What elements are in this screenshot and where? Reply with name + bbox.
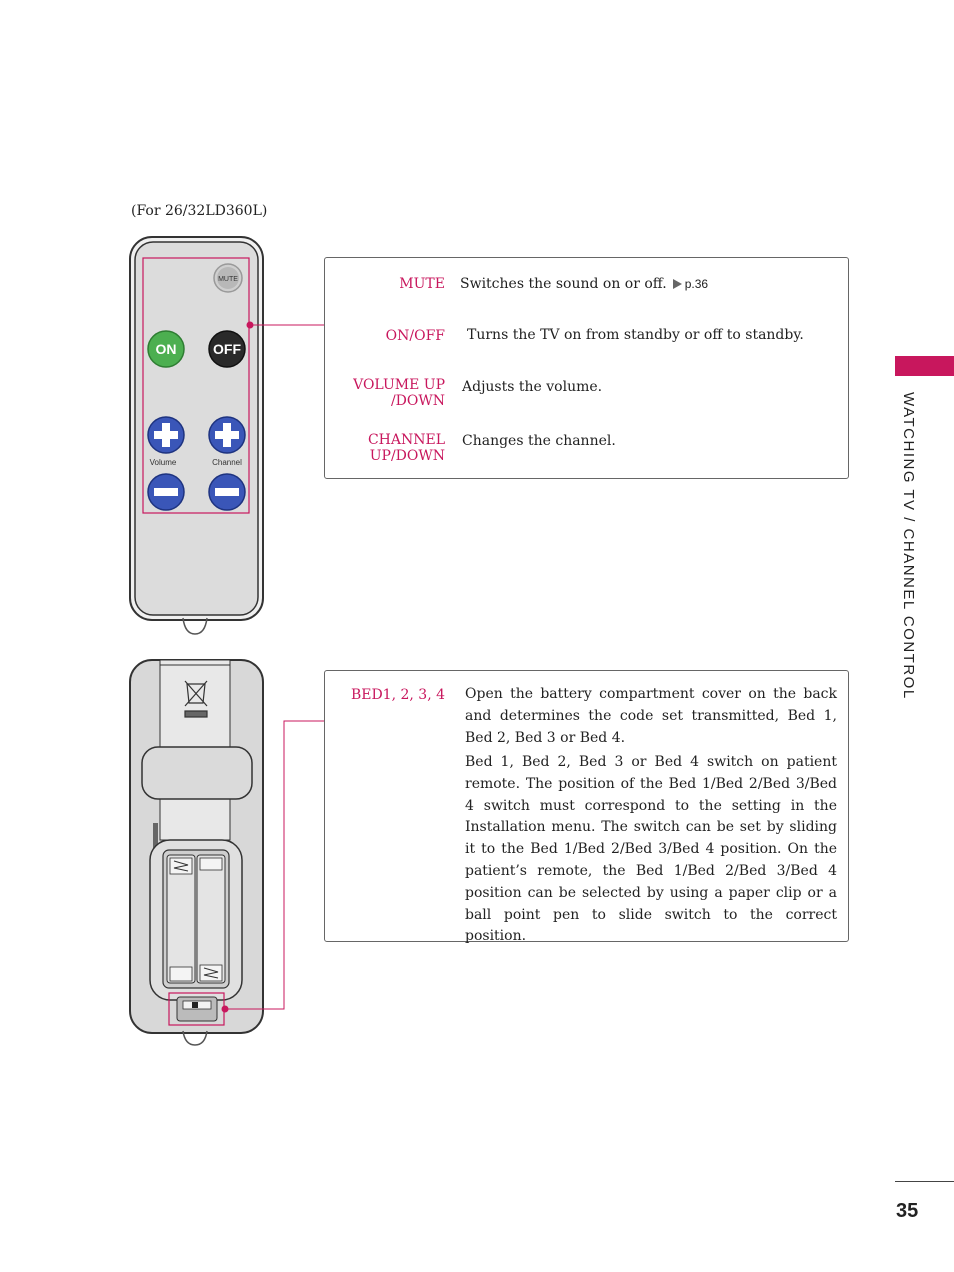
channel-label: Channel xyxy=(212,458,242,467)
function-box xyxy=(324,257,849,479)
volume-up-icon xyxy=(147,416,185,454)
onoff-desc: Turns the TV on from standby or off to s… xyxy=(467,327,804,343)
battery-slot-left xyxy=(166,854,196,984)
front-leader-line xyxy=(246,321,325,329)
channel-down-icon xyxy=(208,473,246,511)
mute-desc: Switches the sound on or off.p.36 xyxy=(460,276,709,292)
volume-desc: Adjusts the volume. xyxy=(462,379,603,395)
mute-label: MUTE xyxy=(218,276,238,283)
volume-down-icon xyxy=(147,473,185,511)
bed-leader-line xyxy=(221,720,326,1013)
page-ref: p.36 xyxy=(684,277,709,291)
off-button: OFF xyxy=(208,330,246,368)
volume-label: Volume xyxy=(150,458,177,467)
mute-term: MUTE xyxy=(399,276,445,292)
volume-term: VOLUME UP/DOWN xyxy=(353,377,445,409)
bed-switch xyxy=(176,996,218,1022)
remote-back-illustration xyxy=(129,659,264,1046)
section-tab xyxy=(895,356,954,376)
bed-paragraph-2: Bed 1, Bed 2, Bed 3 or Bed 4 switch on p… xyxy=(465,754,837,945)
remote-front-illustration: MUTE ON OFF Volume Channel xyxy=(129,236,264,635)
bed-box xyxy=(324,670,849,942)
off-label: OFF xyxy=(213,341,241,357)
model-note: (For 26/32LD360L) xyxy=(131,203,268,219)
battery-slot-right xyxy=(196,854,226,984)
bed-paragraph-1: Open the battery compartment cover on th… xyxy=(465,686,837,746)
channel-desc: Changes the channel. xyxy=(462,433,616,449)
onoff-term: ON/OFF xyxy=(385,328,445,344)
mute-button: MUTE xyxy=(213,263,243,293)
bed-term: BED1, 2, 3, 4 xyxy=(350,687,445,703)
section-title: WATCHING TV / CHANNEL CONTROL xyxy=(900,392,917,700)
on-button: ON xyxy=(147,330,185,368)
channel-up-icon xyxy=(208,416,246,454)
page-ref-arrow-icon xyxy=(672,279,682,289)
page-number: 35 xyxy=(896,1200,919,1222)
on-label: ON xyxy=(156,341,177,357)
recycle-bin-icon xyxy=(184,680,208,718)
page-number-rule xyxy=(895,1181,954,1182)
